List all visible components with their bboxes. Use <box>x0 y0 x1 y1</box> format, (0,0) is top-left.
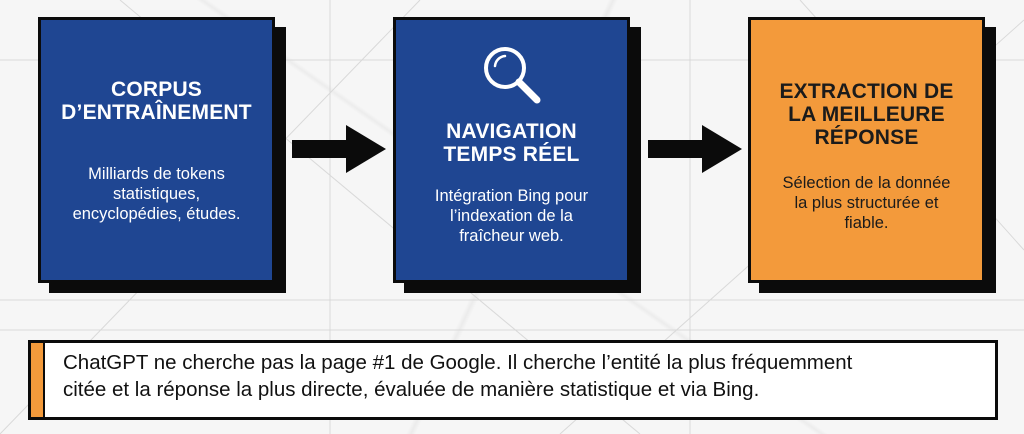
step-box-corpus: CORPUS D’ENTRAÎNEMENT Milliards de token… <box>38 17 275 283</box>
arrow-right-icon <box>292 125 386 173</box>
note-text: ChatGPT ne cherche pas la page #1 de Goo… <box>63 351 853 402</box>
step-box-extraction: EXTRACTION DE LA MEILLEURE RÉPONSE Sélec… <box>748 17 985 283</box>
step-box-navigation: NAVIGATION TEMPS RÉEL Intégration Bing p… <box>393 17 630 283</box>
search-icon <box>483 47 540 104</box>
step-description: Milliards de tokens statistiques, encycl… <box>72 165 241 223</box>
arrow-right-icon <box>648 125 742 173</box>
step-title: EXTRACTION DE LA MEILLEURE RÉPONSE <box>779 80 954 150</box>
step-description: Sélection de la donnée la plus structuré… <box>782 174 951 232</box>
note-accent-bar <box>31 343 45 417</box>
step-title: CORPUS D’ENTRAÎNEMENT <box>61 78 252 125</box>
summary-note: ChatGPT ne cherche pas la page #1 de Goo… <box>28 340 998 420</box>
step-title: NAVIGATION TEMPS RÉEL <box>443 120 580 167</box>
step-description: Intégration Bing pour l’indexation de la… <box>434 187 589 245</box>
